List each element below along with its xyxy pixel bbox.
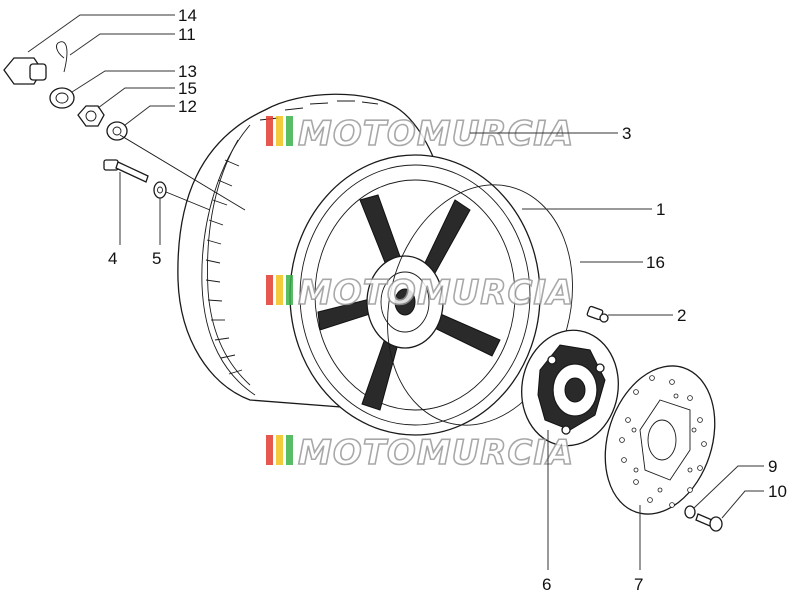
callout-14: 14: [178, 6, 197, 25]
disc-bolt-10: [695, 513, 723, 532]
callout-7: 7: [634, 575, 643, 594]
leader-15: [97, 87, 175, 109]
axle-nut-large: [3, 57, 47, 85]
seal-ring: [387, 184, 573, 426]
valve-screw: [586, 305, 609, 323]
callout-2: 2: [677, 306, 686, 325]
leader-11: [69, 33, 175, 56]
cotter-pin: [56, 41, 68, 73]
callout-labels: 14 11 13 15 12 3 1 16 2 4 5 6 7 9 10: [108, 6, 787, 594]
callout-4: 4: [108, 249, 117, 268]
bolt-4: [103, 159, 149, 183]
leader-12: [124, 105, 175, 126]
watermark-middle: MOTOMURCIA: [266, 272, 574, 314]
washer-5: [153, 181, 167, 199]
callout-3: 3: [622, 124, 631, 143]
callout-12: 12: [178, 97, 197, 116]
leader-lines: [27, 14, 764, 570]
watermark-text: MOTOMURCIA: [298, 433, 574, 473]
hex-nut: [77, 105, 105, 127]
leader-13: [71, 70, 175, 93]
callout-5: 5: [152, 249, 161, 268]
callout-13: 13: [178, 62, 197, 81]
watermark-bottom: MOTOMURCIA: [266, 432, 574, 474]
tire-tread: [205, 100, 379, 375]
brake-disc: [604, 365, 716, 515]
callout-1: 1: [656, 200, 665, 219]
wheel-rim: [289, 154, 541, 436]
callout-10: 10: [768, 482, 787, 501]
leader-14: [27, 14, 175, 53]
disc-vent-holes: [619, 375, 707, 508]
washer-12: [106, 121, 128, 141]
castle-nut: [49, 87, 75, 109]
leader-10: [721, 490, 764, 519]
callout-15: 15: [178, 79, 197, 98]
disc-washer-9: [684, 505, 696, 519]
watermark-text: MOTOMURCIA: [298, 114, 574, 154]
drive-flange: [521, 329, 619, 447]
watermark-top: MOTOMURCIA: [266, 113, 574, 155]
leader-9: [693, 465, 764, 509]
callout-9: 9: [768, 457, 777, 476]
callout-11: 11: [178, 25, 196, 44]
callout-6: 6: [542, 575, 551, 594]
callout-16: 16: [646, 253, 665, 272]
watermark-text: MOTOMURCIA: [298, 273, 574, 313]
